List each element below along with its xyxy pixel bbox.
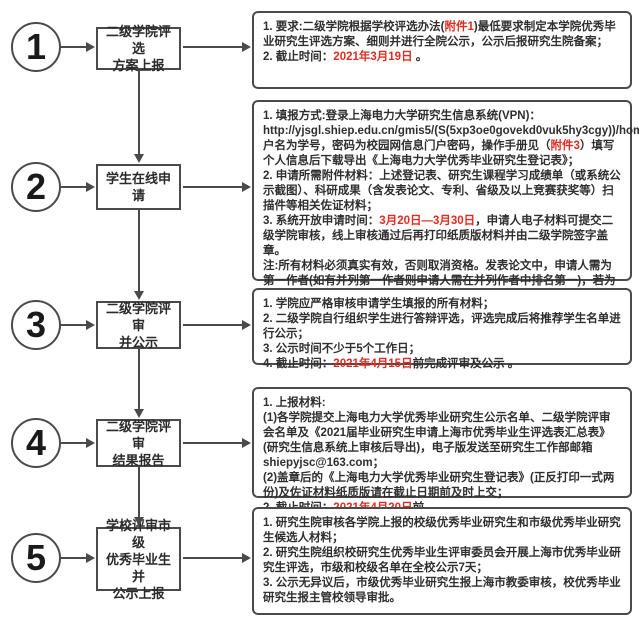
process-box-label: 学校评审市级 优秀毕业生并 公示上报 bbox=[105, 517, 171, 601]
process-box-college-review: 二级学院评审 并公示 bbox=[96, 300, 181, 350]
arrow-circle2-to-box2 bbox=[61, 182, 95, 192]
process-box-label: 二级学院评审 并公示 bbox=[105, 300, 171, 350]
process-box-label: 二级学院评审 结果报告 bbox=[105, 418, 171, 468]
arrow-circle4-to-box4 bbox=[61, 438, 95, 448]
detail-text: ，申请人电子材料可提交二级学院审核，线上审核通过后再打印纸质版材料并由二级学院签… bbox=[263, 215, 616, 302]
highlighted-text: 附件3 bbox=[550, 140, 580, 152]
detail-box-step-2: 1. 填报方式:登录上海电力大学研究生信息系统(VPN)： http://yjs… bbox=[252, 100, 639, 302]
step-number-label: 4 bbox=[25, 422, 47, 463]
detail-box-step-5: 1. 研究生院审核各学院上报的校级优秀毕业研究生和市级优秀毕业研究生候选人材料；… bbox=[252, 507, 632, 615]
arrow-circle1-to-box1 bbox=[61, 42, 95, 52]
process-box-result-report: 二级学院评审 结果报告 bbox=[96, 418, 181, 468]
arrow-circle5-to-box5 bbox=[61, 553, 95, 563]
arrow-box2-to-detail2 bbox=[183, 182, 251, 192]
arrow-box5-to-detail5 bbox=[183, 553, 251, 563]
detail-text: 1. 研究生院审核各学院上报的校级优秀毕业研究生和市级优秀毕业研究生候选人材料；… bbox=[263, 517, 621, 604]
process-box-online-apply: 学生在线申请 bbox=[96, 164, 181, 210]
step-number-label: 5 bbox=[25, 537, 47, 578]
arrow-box1-to-detail1 bbox=[183, 42, 251, 52]
arrow-box1-to-box2 bbox=[134, 70, 144, 163]
step-number-circle-1: 1 bbox=[11, 22, 61, 72]
detail-text: 1. 要求:二级学院根据学校评选办法( bbox=[263, 21, 445, 33]
detail-text: 1. 填报方式:登录上海电力大学研究生信息系统(VPN)： http://yjs… bbox=[263, 110, 639, 152]
detail-text: 。 bbox=[412, 51, 428, 63]
highlighted-text: 2021年3月19日 bbox=[333, 51, 413, 63]
step-number-label: 1 bbox=[25, 26, 47, 67]
highlighted-text: 2021年4月15日 bbox=[333, 358, 413, 370]
process-box-school-review: 学校评审市级 优秀毕业生并 公示上报 bbox=[96, 518, 181, 601]
process-box-label: 二级学院评选 方案上报 bbox=[105, 24, 171, 73]
arrow-box4-to-box5 bbox=[134, 467, 144, 526]
arrow-box2-to-box3 bbox=[134, 210, 144, 300]
detail-text: ）填写个人信息后下载导出《上海电力大学优秀毕业研究生登记表》； 2. 申请所需附… bbox=[263, 140, 621, 227]
detail-box-step-3: 1. 学院应严格审核申请学生填报的所有材料； 2. 二级学院自行组织学生进行答辩… bbox=[252, 288, 632, 370]
detail-text: )最低要求制定本学院优秀毕业研究生评选方案、细则并进行全院公示，公示后报研究生院… bbox=[263, 21, 616, 63]
arrow-box4-to-detail4 bbox=[183, 438, 251, 448]
process-box-plan-report: 二级学院评选 方案上报 bbox=[96, 24, 181, 73]
detail-text: 前完成评审及公示 。 bbox=[412, 358, 520, 370]
detail-box-step-4: 1. 上报材料: (1)各学院提交上海电力大学优秀毕业研究生公示名单、二级学院评… bbox=[252, 387, 632, 514]
highlighted-text: 3月20日—3月30日 bbox=[379, 215, 476, 227]
arrow-box3-to-detail3 bbox=[183, 320, 251, 330]
step-number-circle-2: 2 bbox=[11, 162, 61, 212]
detail-box-step-1: 1. 要求:二级学院根据学校评选办法(附件1)最低要求制定本学院优秀毕业研究生评… bbox=[252, 11, 632, 89]
arrow-circle3-to-box3 bbox=[61, 320, 95, 330]
detail-text: 1. 学院应严格审核申请学生填报的所有材料； 2. 二级学院自行组织学生进行答辩… bbox=[263, 298, 621, 370]
step-number-circle-3: 3 bbox=[11, 300, 61, 350]
step-number-label: 2 bbox=[25, 166, 47, 207]
arrow-box3-to-box4 bbox=[134, 349, 144, 418]
step-number-circle-5: 5 bbox=[11, 533, 61, 583]
step-number-label: 3 bbox=[25, 304, 47, 345]
highlighted-text: 附件1 bbox=[444, 21, 474, 33]
process-box-label: 学生在线申请 bbox=[105, 171, 171, 203]
step-number-circle-4: 4 bbox=[11, 418, 61, 468]
detail-text: 1. 上报材料: (1)各学院提交上海电力大学优秀毕业研究生公示名单、二级学院评… bbox=[263, 397, 615, 514]
